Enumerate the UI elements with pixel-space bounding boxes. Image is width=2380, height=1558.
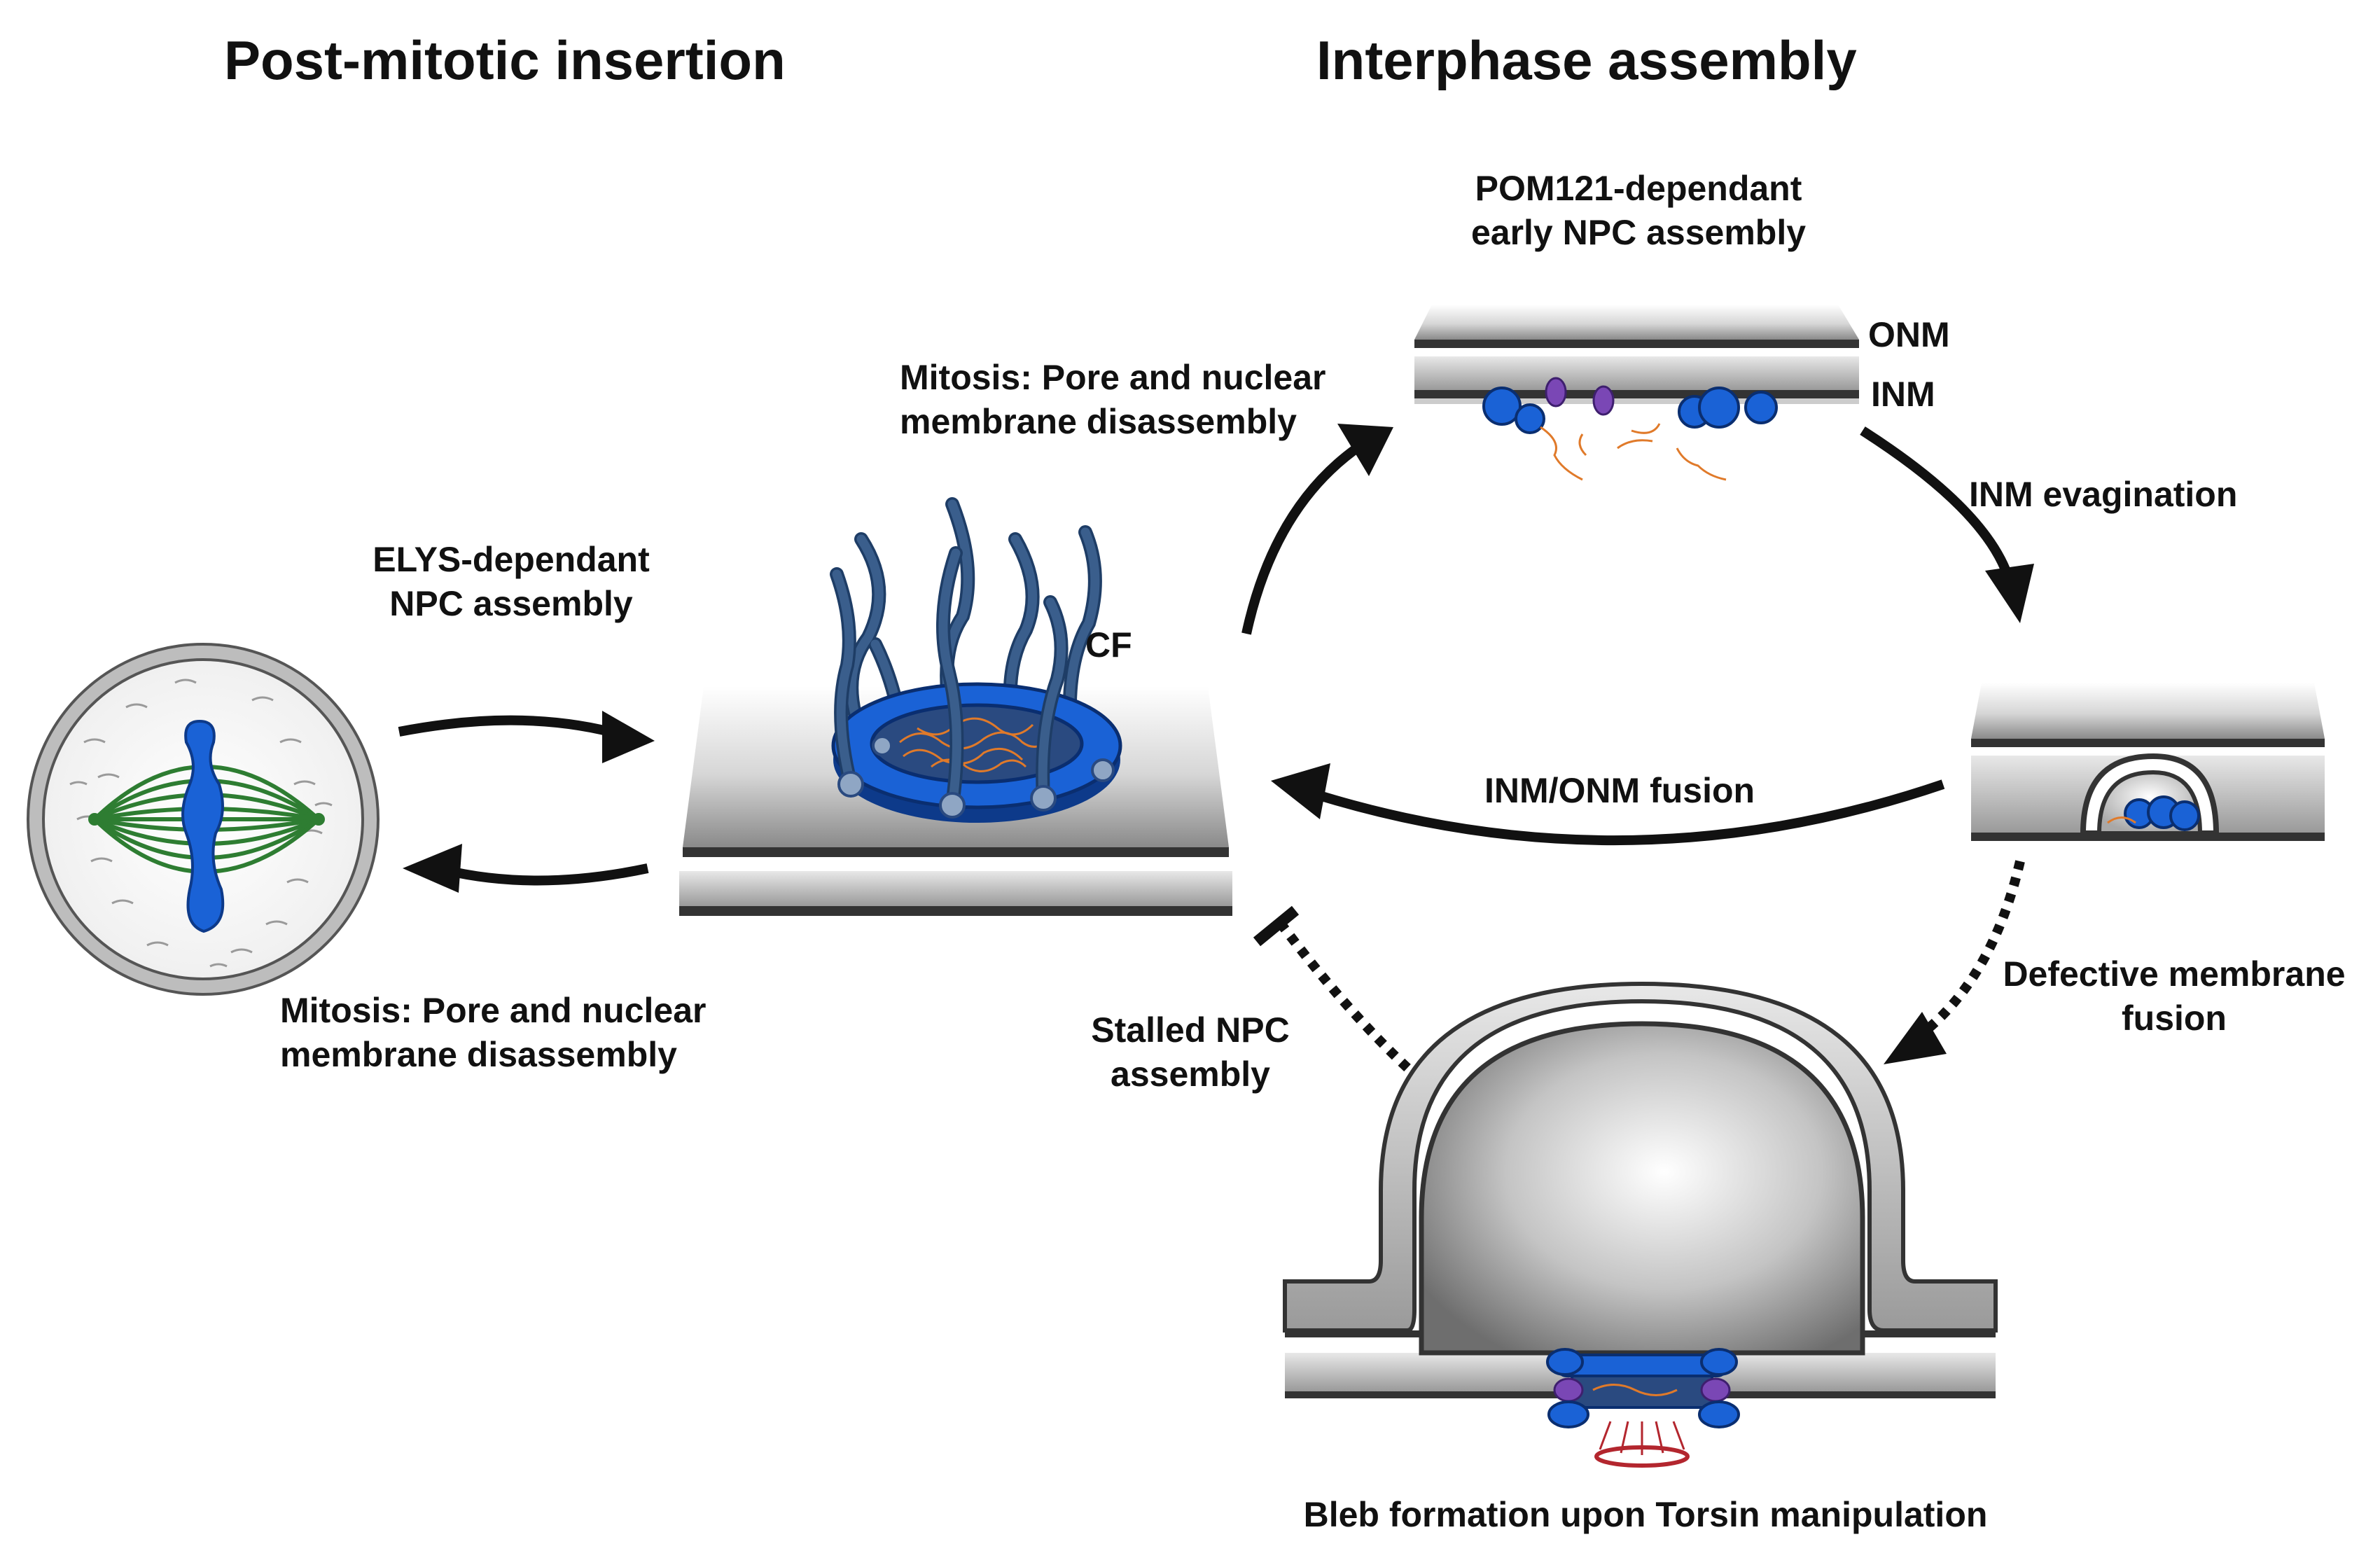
bleb <box>1283 981 1998 1468</box>
arrow-npc-to-cell <box>403 844 649 893</box>
arrow-cell-to-npc <box>398 711 655 763</box>
label-elys: ELYS-dependant NPC assembly <box>373 540 650 623</box>
label-stalled-npc: Stalled NPC assembly <box>1091 1010 1290 1094</box>
arrow-defective <box>1884 860 2025 1064</box>
mitotic-cell <box>27 643 380 996</box>
label-defective-fusion: Defective membrane fusion <box>2003 954 2346 1038</box>
label-pom121: POM121-dependant early NPC assembly <box>1470 169 1807 252</box>
label-mitosis-top: Mitosis: Pore and nuclear membrane disas… <box>900 358 1326 441</box>
heading-post-mitotic: Post-mitotic insertion <box>224 29 786 91</box>
label-mitosis-bottom: Mitosis: Pore and nuclear membrane disas… <box>280 991 707 1074</box>
label-cf: CF <box>1085 625 1132 665</box>
label-bleb-formation: Bleb formation upon Torsin manipulation <box>1303 1495 1988 1534</box>
label-inm-evagination: INM evagination <box>1969 475 2238 514</box>
arrow-stalled <box>1253 905 1411 1072</box>
early-npc-proteins <box>1482 377 1778 481</box>
arrow-fusion <box>1271 763 1945 846</box>
label-onm: ONM <box>1868 315 1950 354</box>
top-nuclear-envelope <box>1414 305 1859 404</box>
arrow-to-evagination <box>1860 426 2034 623</box>
label-inm-onm-fusion: INM/ONM fusion <box>1484 771 1755 810</box>
arrow-to-pom121 <box>1241 424 1393 635</box>
label-inm: INM <box>1871 375 1935 414</box>
heading-interphase: Interphase assembly <box>1316 29 1857 91</box>
npc-ring <box>830 497 1122 823</box>
chromosomes <box>181 719 225 933</box>
evagination-envelope <box>1971 683 2325 841</box>
